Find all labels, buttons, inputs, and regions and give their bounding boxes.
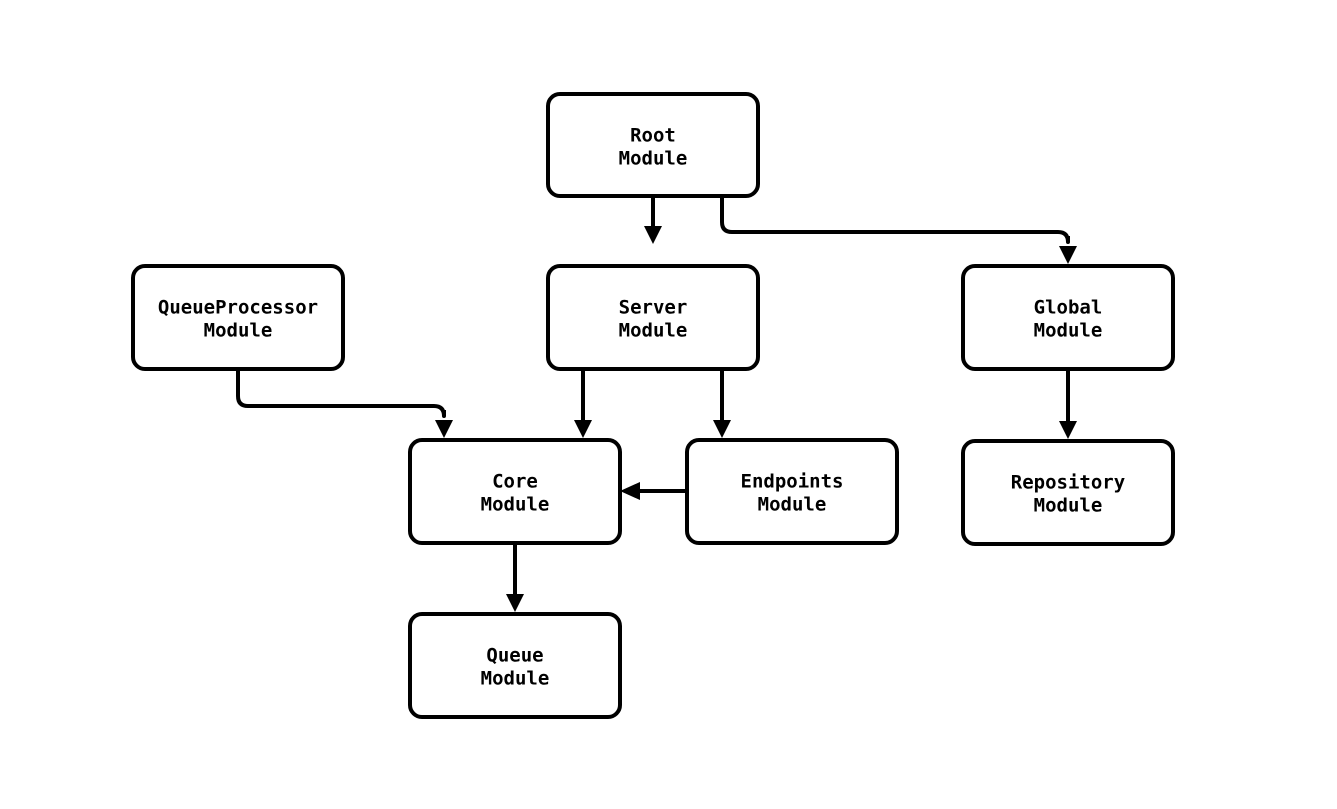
- node-label-line1: Server: [619, 297, 688, 319]
- arrowhead-icon: [644, 226, 662, 244]
- edge-line: [236, 369, 446, 418]
- node-server[interactable]: Server Module: [546, 264, 760, 371]
- node-label-line1: Endpoints: [741, 471, 844, 493]
- node-box[interactable]: [546, 92, 760, 198]
- node-label-line2: Module: [481, 494, 550, 516]
- node-box[interactable]: [546, 264, 760, 371]
- node-repository[interactable]: Repository Module: [961, 439, 1175, 546]
- node-global[interactable]: Global Module: [961, 264, 1175, 371]
- node-root[interactable]: Root Module: [546, 92, 760, 198]
- node-label-line2: Module: [204, 320, 273, 342]
- node-label-line2: Module: [481, 668, 550, 690]
- arrowhead-icon: [713, 420, 731, 438]
- edge-endpoints-to-core: [620, 482, 687, 500]
- node-label-line1: Core: [492, 471, 538, 493]
- edge-server-to-endpoints: [713, 369, 731, 438]
- arrowhead-icon: [620, 482, 640, 500]
- node-box[interactable]: [131, 264, 345, 371]
- node-label-line2: Module: [619, 320, 688, 342]
- edge-global-to-repository: [1059, 369, 1077, 439]
- node-queueprocessor[interactable]: QueueProcessor Module: [131, 264, 345, 371]
- node-box[interactable]: [961, 439, 1175, 546]
- node-box[interactable]: [408, 438, 622, 545]
- node-label-line2: Module: [619, 148, 688, 170]
- edge-line: [720, 196, 1070, 244]
- arrowhead-icon: [1059, 246, 1077, 264]
- node-label-line2: Module: [758, 494, 827, 516]
- node-queue[interactable]: Queue Module: [408, 612, 622, 719]
- node-label-line1: QueueProcessor: [158, 297, 318, 319]
- edge-layer: [236, 196, 1077, 612]
- edge-root-to-global: [720, 196, 1077, 264]
- node-label-line1: Root: [630, 125, 676, 147]
- node-label-line1: Global: [1034, 297, 1103, 319]
- arrowhead-icon: [574, 420, 592, 438]
- node-core[interactable]: Core Module: [408, 438, 622, 545]
- arrowhead-icon: [1059, 421, 1077, 439]
- node-label-line2: Module: [1034, 495, 1103, 517]
- node-label-line2: Module: [1034, 320, 1103, 342]
- edge-core-to-queue: [506, 543, 524, 612]
- node-box[interactable]: [408, 612, 622, 719]
- arrowhead-icon: [506, 594, 524, 612]
- edge-root-to-server: [644, 196, 662, 244]
- arrowhead-icon: [435, 420, 453, 438]
- node-box[interactable]: [961, 264, 1175, 371]
- node-endpoints[interactable]: Endpoints Module: [685, 438, 899, 545]
- node-label-line1: Queue: [486, 645, 543, 667]
- edge-server-to-core: [574, 369, 592, 438]
- node-box[interactable]: [685, 438, 899, 545]
- node-layer: Root Module QueueProcessor Module Server…: [131, 92, 1175, 719]
- node-label-line1: Repository: [1011, 472, 1125, 494]
- edge-queueprocessor-to-core: [236, 369, 453, 438]
